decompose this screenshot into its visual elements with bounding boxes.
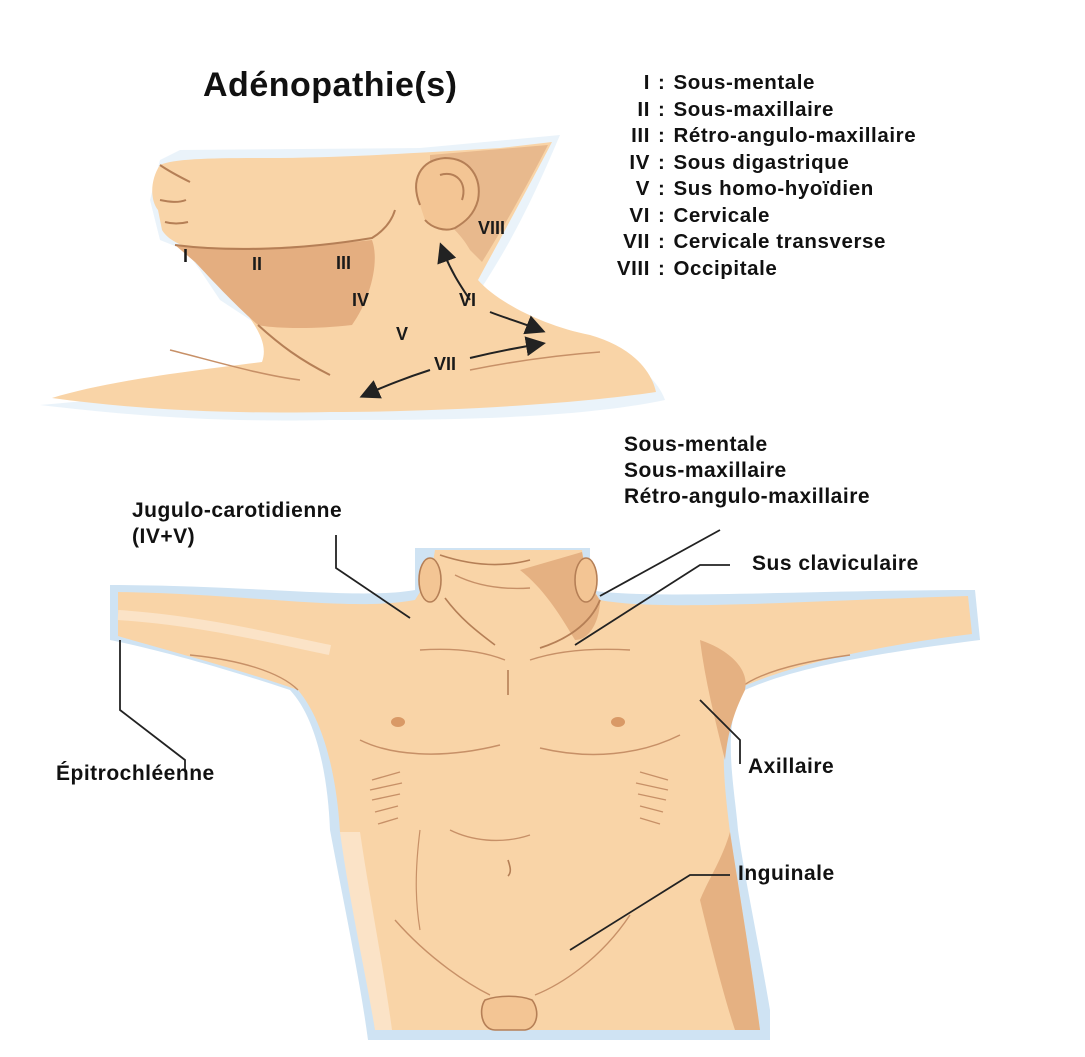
- legend-name: Cervicale transverse: [673, 230, 886, 253]
- legend-separator: :: [658, 257, 665, 280]
- legend-name: Cervicale: [673, 204, 770, 227]
- legend-separator: :: [658, 177, 665, 200]
- legend-row: I: Sous-mentale: [570, 70, 916, 97]
- legend-numeral: VII: [570, 229, 650, 256]
- legend-row: VI: Cervicale: [570, 203, 916, 230]
- legend-separator: :: [658, 151, 665, 174]
- legend-separator: :: [658, 204, 665, 227]
- genital: [482, 996, 537, 1030]
- legend-row: VIII: Occipitale: [570, 256, 916, 283]
- label-sus-claviculaire: Sus claviculaire: [752, 551, 919, 577]
- label-sous-mentale: Sous-mentale: [624, 432, 870, 458]
- legend-row: VII: Cervicale transverse: [570, 229, 916, 256]
- legend-numeral: III: [570, 123, 650, 150]
- left-ear: [419, 558, 441, 602]
- legend-separator: :: [658, 71, 665, 94]
- label-jugulo-sub: (IV+V): [132, 524, 342, 550]
- label-jugulo-group: Jugulo-carotidienne (IV+V): [132, 498, 342, 550]
- legend-numeral: V: [570, 176, 650, 203]
- legend-row: II: Sous-maxillaire: [570, 97, 916, 124]
- neck-label-VI: VI: [459, 290, 476, 310]
- neck-label-V: V: [396, 324, 408, 344]
- label-epitrochleenne: Épitrochléenne: [56, 761, 215, 787]
- right-ear: [575, 558, 597, 602]
- legend-separator: :: [658, 230, 665, 253]
- legend-numeral: VIII: [570, 256, 650, 283]
- diagram-title: Adénopathie(s): [203, 66, 457, 105]
- label-retro-angulo-maxillaire: Rétro-angulo-maxillaire: [624, 484, 870, 510]
- legend-separator: :: [658, 124, 665, 147]
- label-axillaire: Axillaire: [748, 754, 834, 780]
- label-jugulo-carotidienne: Jugulo-carotidienne: [132, 498, 342, 524]
- body-skin: [118, 550, 972, 1030]
- legend-row: IV: Sous digastrique: [570, 150, 916, 177]
- legend-name: Rétro-angulo-maxillaire: [673, 124, 916, 147]
- leader-epitrochleenne: [120, 640, 185, 770]
- neck-label-VII: VII: [434, 354, 456, 374]
- label-inguinale: Inguinale: [738, 861, 835, 887]
- legend-numeral: II: [570, 97, 650, 124]
- legend-numeral: I: [570, 70, 650, 97]
- legend-numeral: IV: [570, 150, 650, 177]
- legend: I: Sous-mentaleII: Sous-maxillaireIII: Rétr…: [570, 70, 916, 282]
- legend-name: Sus homo-hyoïdien: [673, 177, 873, 200]
- neck-label-II: II: [252, 254, 262, 274]
- leader-head-group: [600, 530, 720, 596]
- legend-row: V: Sus homo-hyoïdien: [570, 176, 916, 203]
- right-nipple: [611, 717, 625, 727]
- label-head-group: Sous-mentale Sous-maxillaire Rétro-angul…: [624, 432, 870, 510]
- legend-row: III: Rétro-angulo-maxillaire: [570, 123, 916, 150]
- legend-name: Occipitale: [673, 257, 777, 280]
- left-nipple: [391, 717, 405, 727]
- legend-name: Sous-maxillaire: [673, 98, 834, 121]
- neck-label-I: I: [183, 246, 188, 266]
- label-sous-maxillaire: Sous-maxillaire: [624, 458, 870, 484]
- neck-label-IV: IV: [352, 290, 369, 310]
- legend-separator: :: [658, 98, 665, 121]
- legend-name: Sous-mentale: [673, 71, 815, 94]
- legend-name: Sous digastrique: [673, 151, 849, 174]
- legend-numeral: VI: [570, 203, 650, 230]
- neck-label-III: III: [336, 253, 351, 273]
- neck-label-VIII: VIII: [478, 218, 505, 238]
